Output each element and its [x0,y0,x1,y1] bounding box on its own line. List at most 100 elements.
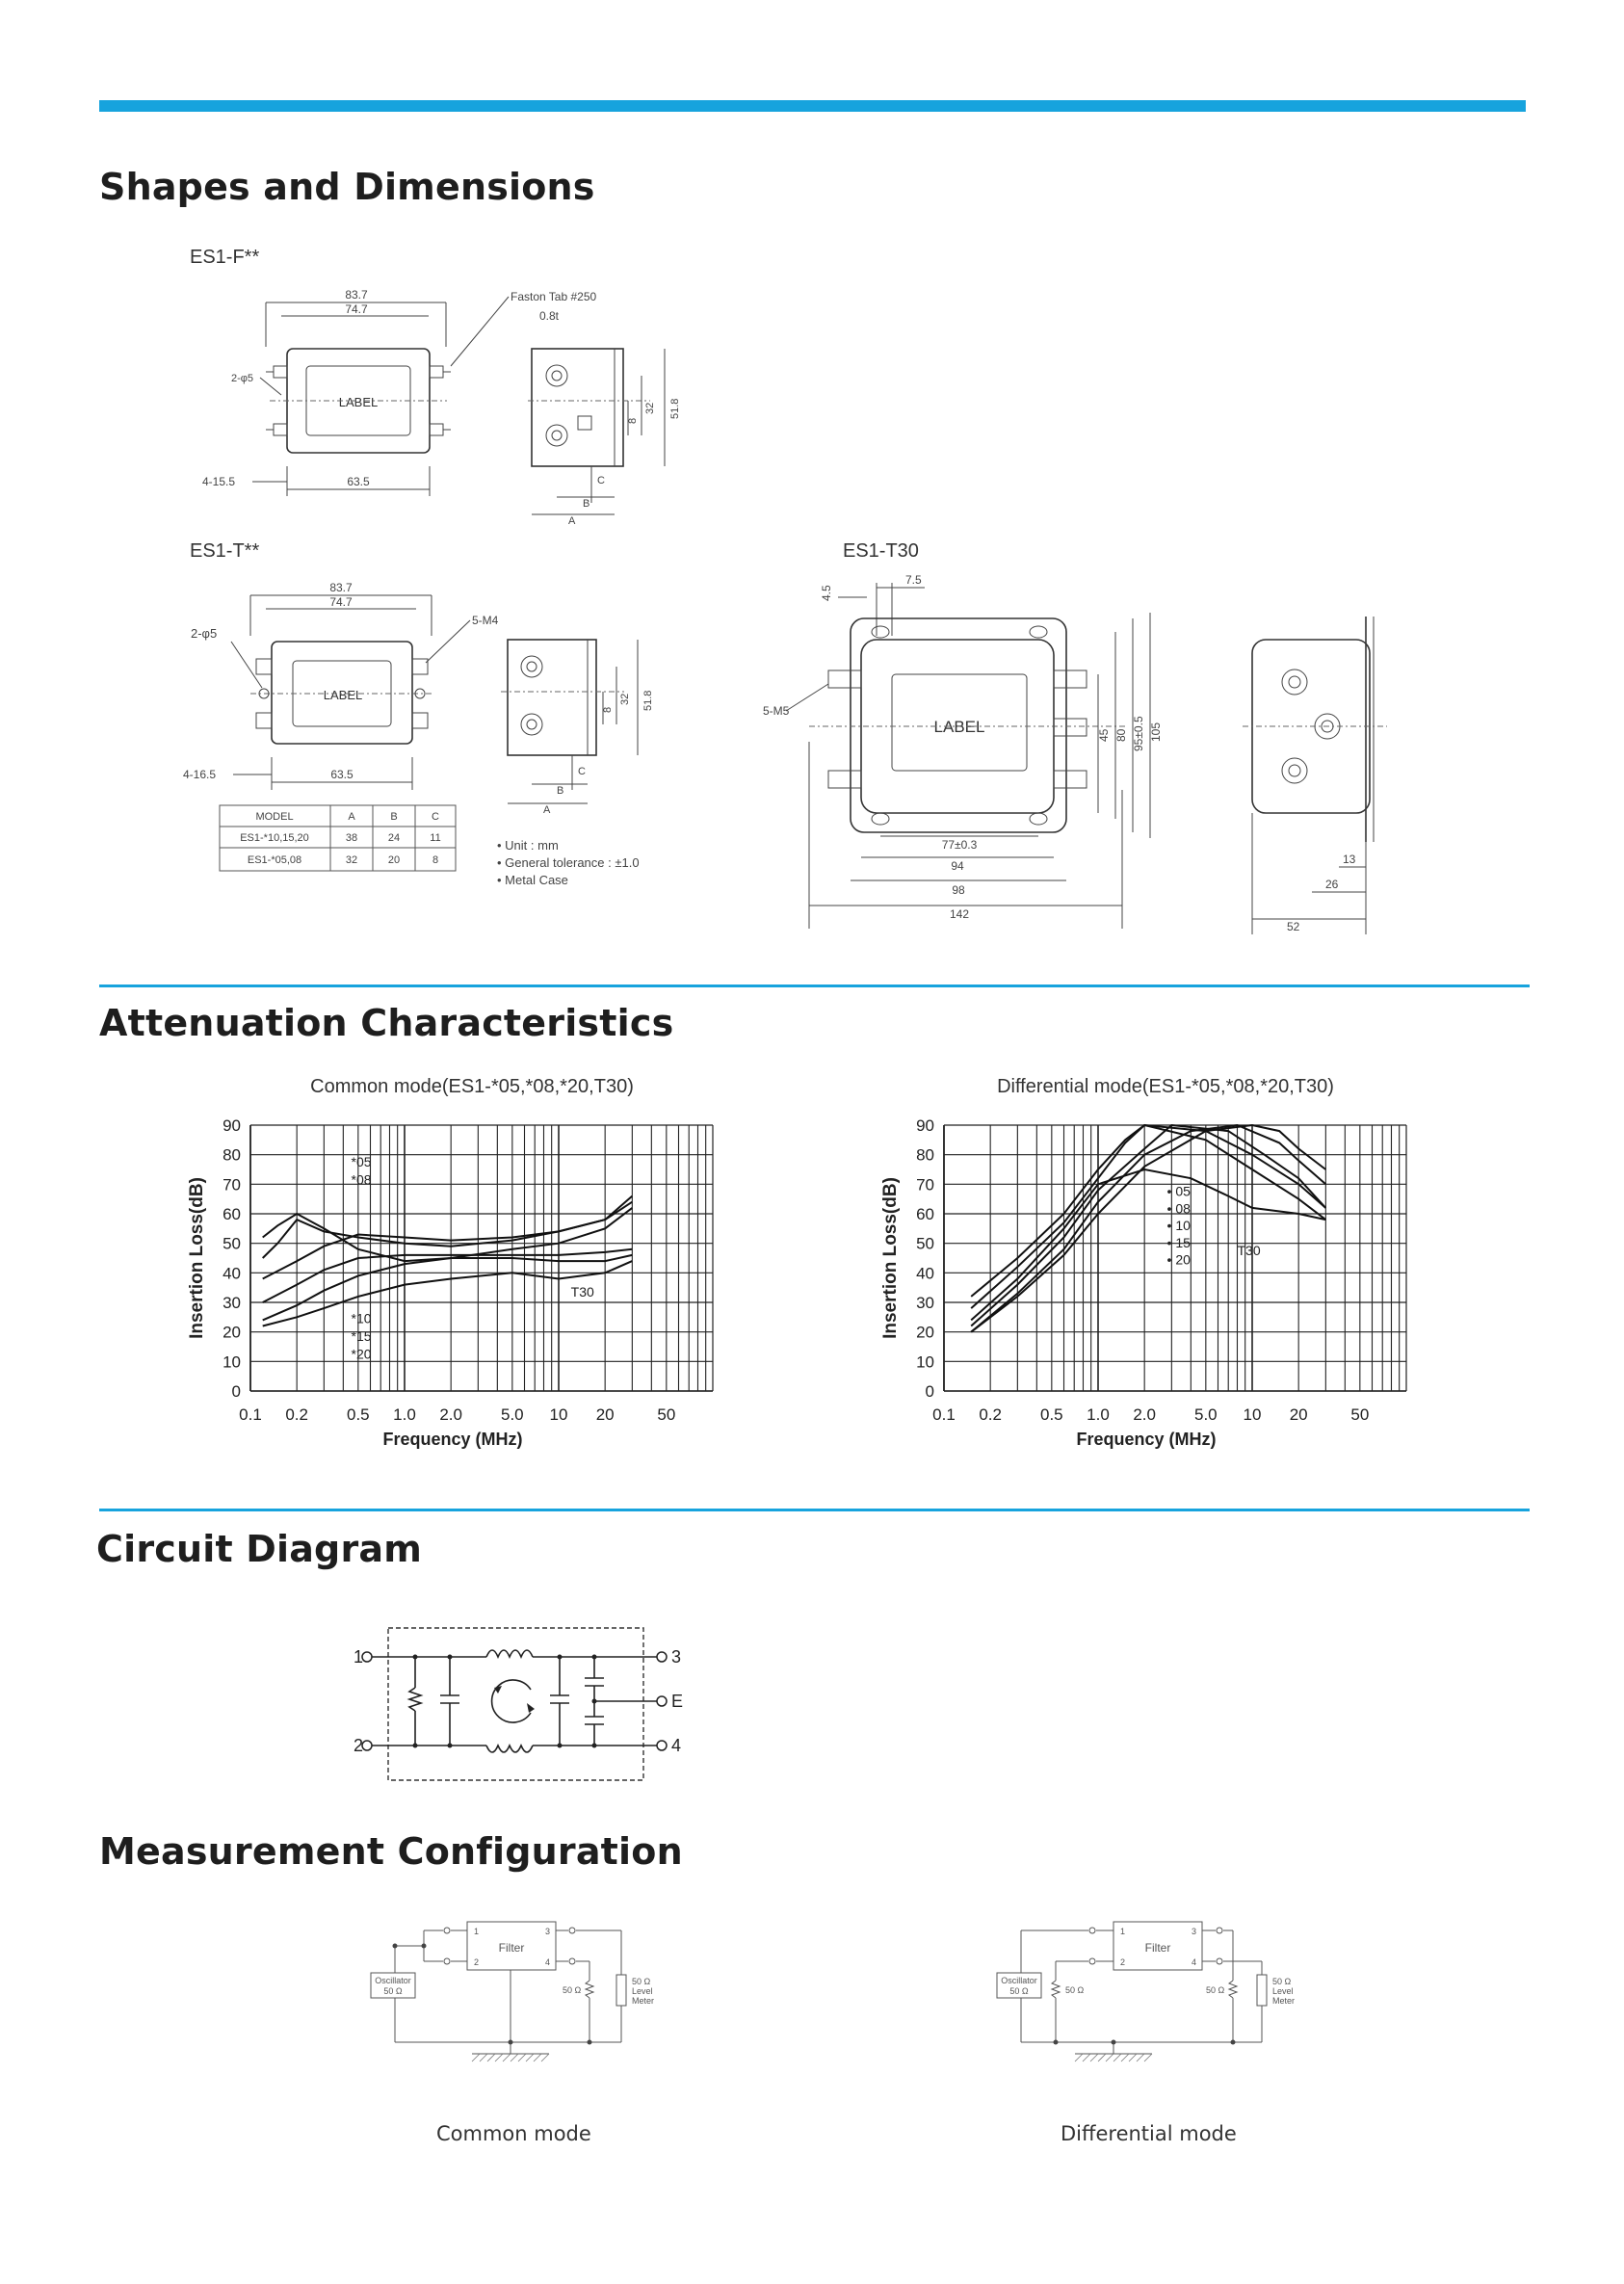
y-tick-label: 30 [223,1294,241,1312]
t30-h1: 77±0.3 [942,838,978,852]
x-tick-label: 50 [657,1405,675,1424]
x-tick-label: 1.0 [1087,1405,1110,1424]
x-tick-label: 2.0 [1133,1405,1156,1424]
y-tick-label: 40 [223,1264,241,1282]
es1f-front-view: 83.7 74.7 Faston Tab #250 0.8t LABEL 2-φ… [202,288,597,496]
table-cell: 32 [346,854,357,866]
chart-common-mode: Common mode(ES1-*05,*08,*20,T30)01020304… [187,1076,714,1449]
es1f-side-a: A [568,515,576,527]
y-tick-label: 70 [223,1175,241,1194]
series-line [970,1123,1326,1333]
pin-e: E [671,1692,683,1711]
es1f-faston: Faston Tab #250 [511,290,597,303]
note-case: • Metal Case [497,873,568,887]
es1t-side-c: C [578,766,586,777]
es1t30-front-view: 4.5 7.5 LABEL 5-M5 45 80 95±0.5 105 77±0… [763,573,1163,929]
x-tick-label: 0.5 [1040,1405,1063,1424]
diff-meter2: Level [1272,1986,1294,1996]
es1t30-side-view: 13 26 52 [1243,617,1387,934]
t30-v2: 80 [1114,728,1128,742]
series-tag: • 10 [1167,1218,1192,1233]
table-cell: 24 [388,832,400,844]
es1t-side-b: B [557,785,563,797]
divider-1 [99,984,1530,987]
series-tag: *15 [352,1328,372,1344]
series-tag: • 20 [1167,1252,1192,1268]
y-tick-label: 60 [223,1205,241,1223]
diff-r2: 50 Ω [1206,1985,1225,1995]
es1f-side-h3: 51.8 [669,399,681,419]
x-tick-label: 1.0 [393,1405,416,1424]
table-header-b: B [390,811,397,823]
pin-4: 4 [671,1736,681,1755]
common-p1: 1 [474,1927,479,1936]
y-tick-label: 30 [916,1294,934,1312]
series-line [262,1207,633,1263]
y-tick-label: 20 [916,1324,934,1342]
measurement-differential-mode: Filter 1 2 3 4 Oscillator 50 Ω 50 Ω 50 Ω… [996,1921,1295,2062]
diff-p1: 1 [1120,1927,1125,1936]
caption-common-mode: Common mode [436,2122,591,2145]
chart-title: Differential mode(ES1-*05,*08,*20,T30) [997,1076,1334,1097]
note-tolerance: • General tolerance : ±1.0 [497,855,640,870]
common-osc1: Oscillator [375,1976,411,1985]
t30-h3: 98 [952,883,965,897]
es1t-title: ES1-T** [190,540,259,562]
diff-meter1: 50 Ω [1272,1977,1292,1986]
es1f-side-h2: 32 [644,403,656,414]
es1f-side-b: B [583,498,589,510]
section-title-attenuation: Attenuation Characteristics [99,1002,674,1044]
es1f-label: LABEL [339,395,378,409]
es1t-bottom: 63.5 [330,768,354,781]
table-cell: ES1-*10,15,20 [240,832,309,844]
x-tick-label: 5.0 [501,1405,524,1424]
measurement-common-mode: Filter 1 2 3 4 Oscillator 50 Ω 50 Ω 50 Ω… [370,1921,654,2062]
pin-2: 2 [354,1736,363,1755]
es1t-holes: 2-φ5 [191,626,217,641]
caption-differential-mode: Differential mode [1061,2122,1237,2145]
common-p4: 4 [545,1957,550,1967]
common-filter: Filter [499,1941,525,1955]
x-tick-label: 5.0 [1194,1405,1218,1424]
chart-differential-mode: Differential mode(ES1-*05,*08,*20,T30)01… [880,1076,1407,1449]
y-tick-label: 80 [223,1146,241,1165]
y-tick-label: 0 [232,1382,241,1401]
es1f-thickness: 0.8t [539,309,560,323]
es1t30-title: ES1-T30 [843,540,919,562]
series-line [262,1253,633,1322]
table-cell: 11 [430,832,440,844]
y-tick-label: 70 [916,1175,934,1194]
series-tag: *10 [352,1310,372,1326]
x-tick-label: 50 [1350,1405,1369,1424]
diff-p4: 4 [1192,1957,1196,1967]
x-tick-label: 2.0 [439,1405,462,1424]
model-table: MODEL A B C ES1-*10,15,20 38 24 11 ES1-*… [219,804,457,872]
series-tag: • 08 [1167,1200,1192,1216]
t30-h2: 94 [951,859,964,873]
y-tick-label: 50 [223,1235,241,1253]
note-unit: • Unit : mm [497,838,559,853]
y-axis-label: Insertion Loss(dB) [880,1177,901,1339]
es1t-side-h1: 8 [602,707,614,713]
table-cell: 20 [388,854,400,866]
y-tick-label: 20 [223,1324,241,1342]
es1t-side-a: A [543,804,551,816]
table-cell: 38 [346,832,357,844]
es1f-side-h1: 8 [627,418,639,424]
section-title-circuit: Circuit Diagram [96,1528,423,1570]
diff-r1: 50 Ω [1065,1985,1085,1995]
es1f-side-view: 8 32 51.8 C B A [528,348,681,527]
diff-osc1: Oscillator [1001,1976,1037,1985]
x-tick-label: 20 [596,1405,615,1424]
pin-3: 3 [671,1647,681,1667]
diff-meter3: Meter [1272,1996,1295,2006]
series-tag: • 15 [1167,1235,1192,1250]
table-cell: 8 [432,854,438,866]
diff-filter: Filter [1145,1941,1171,1955]
chart-title: Common mode(ES1-*05,*08,*20,T30) [310,1076,634,1097]
es1f-bottom-left: 4-15.5 [202,475,235,488]
series-line [970,1123,1326,1298]
series-tag: *08 [352,1171,372,1187]
t30-v4: 105 [1149,722,1163,742]
t30-s1: 13 [1343,853,1356,866]
